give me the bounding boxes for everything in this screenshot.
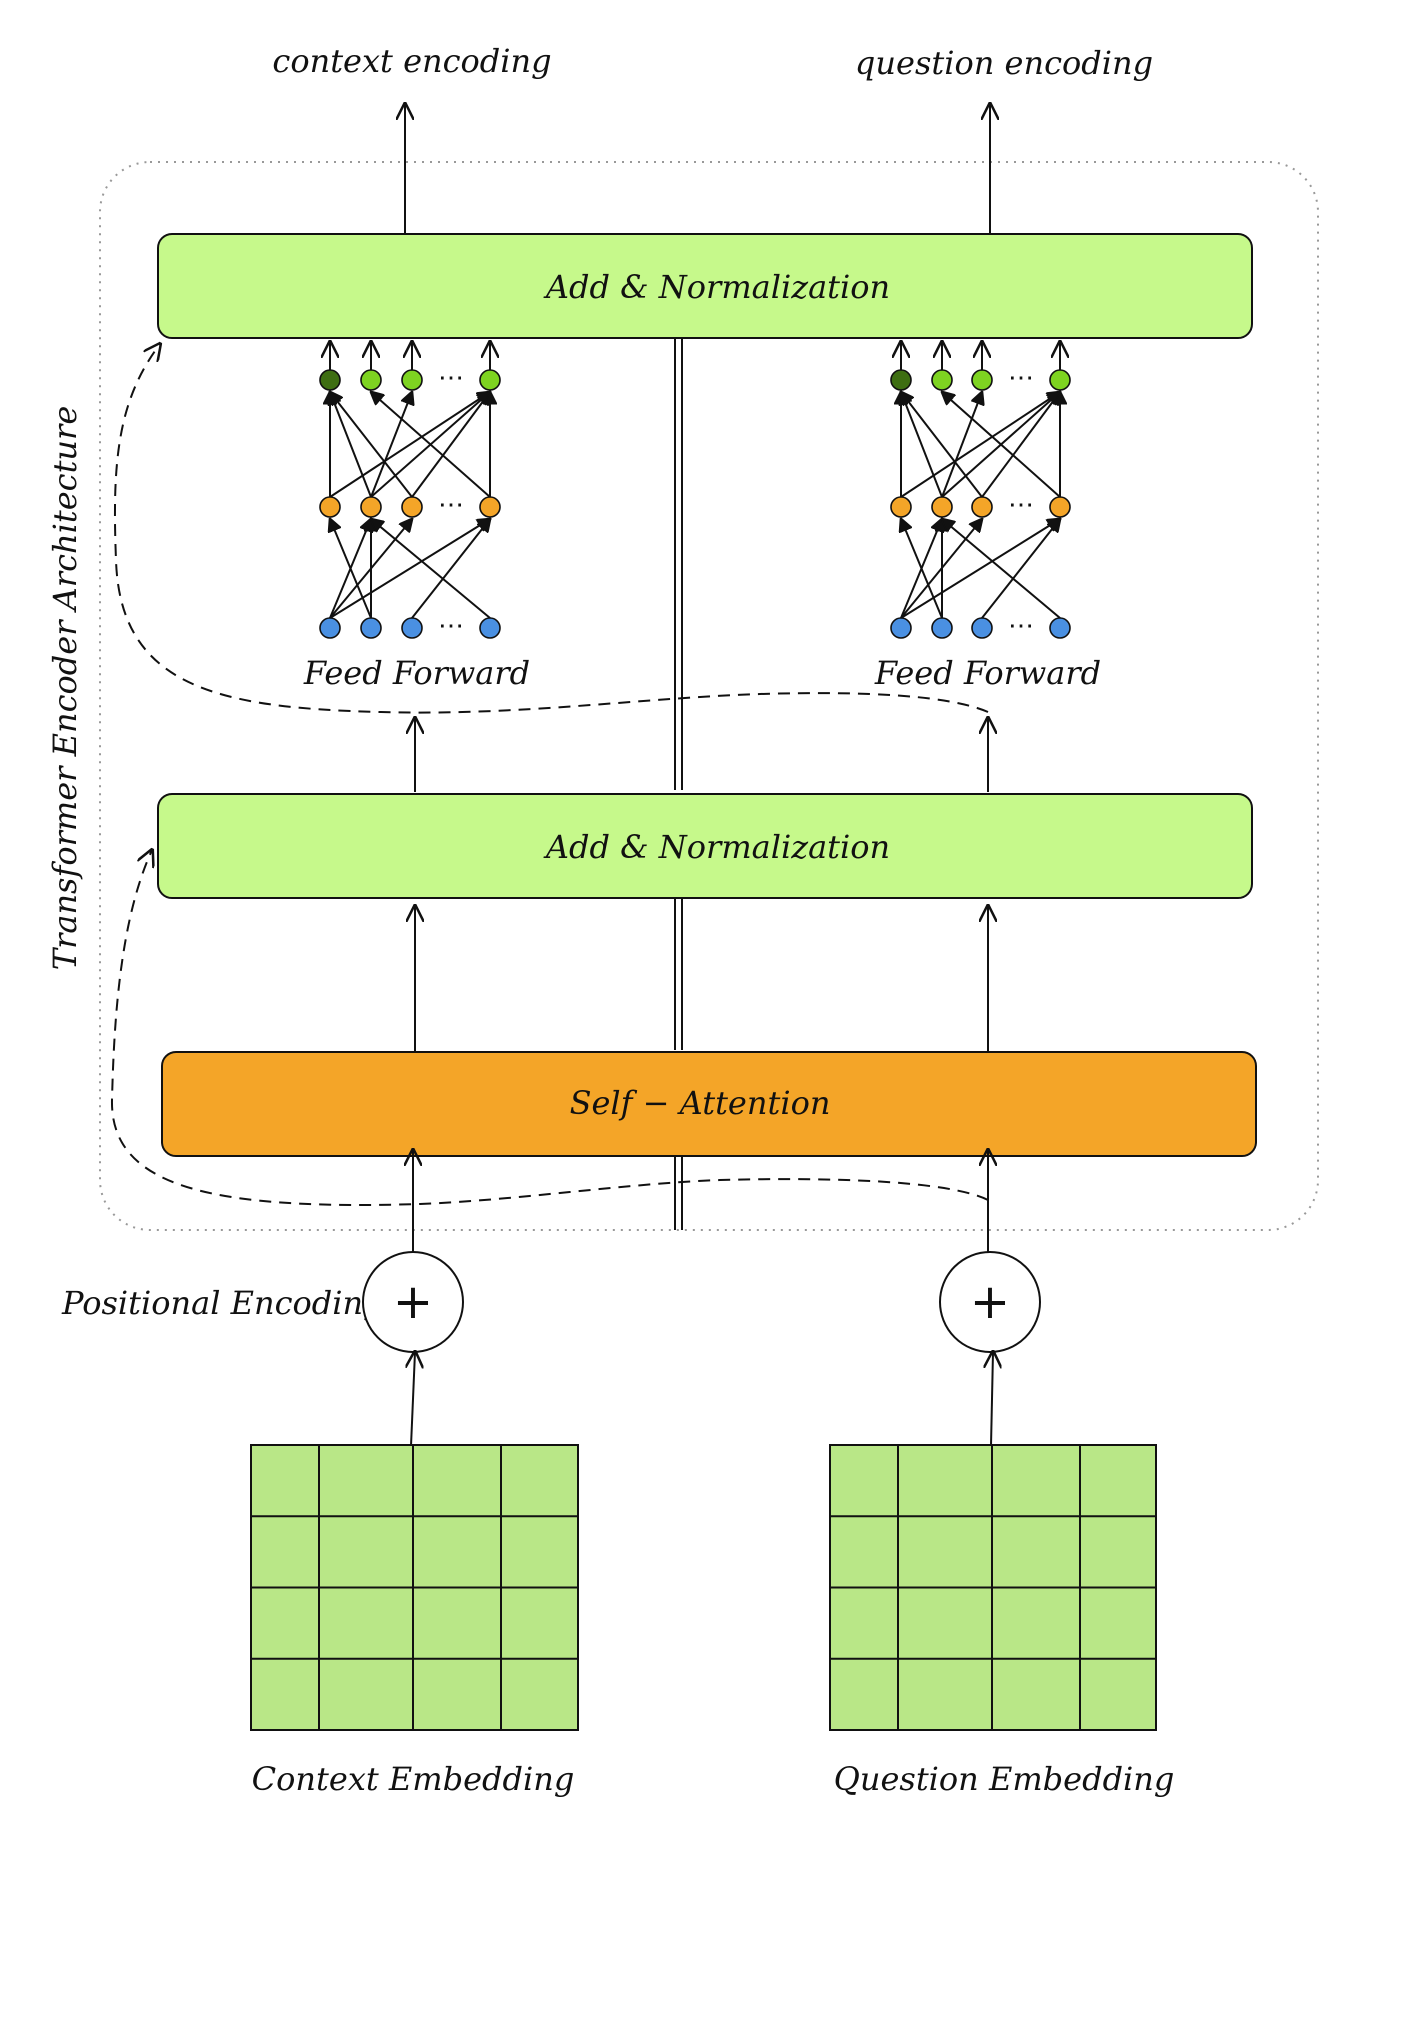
ff-input-node <box>1049 617 1071 639</box>
ff-edge-hidden-output <box>411 392 490 498</box>
feed-forward-network-left: ⋯ ⋯ ⋯ <box>319 342 501 641</box>
ff-edge-input-hidden <box>329 519 490 619</box>
ff-edge-input-hidden <box>942 519 1061 619</box>
feed-forward-network-right: ⋯ ⋯ ⋯ <box>890 342 1071 641</box>
ff-edge-hidden-output <box>942 392 1061 498</box>
ff-edge-input-hidden <box>330 519 372 619</box>
ff-ellipsis: ⋯ <box>1008 490 1034 520</box>
add-norm-mid-box <box>157 793 1253 899</box>
plus-icon-right: + <box>970 1274 1010 1330</box>
ff-output-node <box>890 369 912 391</box>
self-attention-label: Self − Attention <box>570 1084 831 1122</box>
ff-edge-input-hidden <box>981 519 1060 619</box>
ff-output-node <box>1049 369 1071 391</box>
ff-hidden-node <box>319 496 341 518</box>
ff-hidden-node <box>1049 496 1071 518</box>
ff-edge-input-hidden <box>901 519 943 619</box>
ff-input-node <box>319 617 341 639</box>
context-embedding-label: Context Embedding <box>252 1760 575 1798</box>
ff-hidden-node <box>360 496 382 518</box>
ff-ellipsis: ⋯ <box>438 611 464 641</box>
ff-edge-hidden-output <box>370 392 412 498</box>
ff-edge-input-hidden <box>900 519 1060 619</box>
ff-output-node <box>319 369 341 391</box>
ff-ellipsis: ⋯ <box>438 363 464 393</box>
ff-ellipsis: ⋯ <box>1008 611 1034 641</box>
ff-input-node <box>360 617 382 639</box>
ff-input-node <box>890 617 912 639</box>
ff-hidden-node <box>479 496 501 518</box>
ff-ellipsis: ⋯ <box>1008 363 1034 393</box>
ff-edge-hidden-output <box>901 392 943 498</box>
architecture-label: Transformer Encoder Architecture <box>46 406 84 971</box>
ff-edge-hidden-output <box>901 392 983 498</box>
residual-connection-mid <box>110 850 989 1206</box>
feed-forward-left-label: Feed Forward <box>303 654 530 692</box>
residual-connection-top <box>113 344 989 714</box>
ff-edge-hidden-output <box>981 392 1060 498</box>
emb-right-to-pe-arrow <box>991 1352 993 1447</box>
add-norm-mid-label: Add & Normalization <box>543 828 890 866</box>
question-embedding-grid <box>829 1444 1157 1731</box>
ff-ellipsis: ⋯ <box>438 490 464 520</box>
ff-input-node <box>479 617 501 639</box>
ff-output-node <box>360 369 382 391</box>
ff-edge-input-hidden <box>371 519 491 619</box>
ff-hidden-node <box>401 496 423 518</box>
plus-icon-left: + <box>393 1274 433 1330</box>
add-norm-top-box <box>157 233 1253 339</box>
positional-encoding-label: Positional Encoding <box>61 1284 384 1322</box>
add-norm-top-label: Add & Normalization <box>543 268 890 306</box>
ff-edge-hidden-output <box>329 392 490 498</box>
ff-output-node <box>479 369 501 391</box>
question-encoding-label: question encoding <box>855 44 1153 82</box>
context-embedding-grid <box>250 1444 579 1731</box>
ff-hidden-node <box>971 496 993 518</box>
ff-output-node <box>401 369 423 391</box>
ff-edge-hidden-output <box>941 392 982 498</box>
question-embedding-label: Question Embedding <box>834 1760 1175 1798</box>
ff-edge-input-hidden <box>411 519 490 619</box>
ff-input-node <box>401 617 423 639</box>
self-attention-box <box>161 1051 1257 1157</box>
context-encoding-label: context encoding <box>272 42 551 80</box>
ff-input-node <box>971 617 993 639</box>
ff-hidden-node <box>890 496 912 518</box>
ff-edge-hidden-output <box>900 392 1060 498</box>
emb-left-to-pe-arrow <box>411 1352 415 1447</box>
ff-edge-hidden-output <box>330 392 413 498</box>
ff-hidden-node <box>931 496 953 518</box>
ff-edge-hidden-output <box>330 392 372 498</box>
center-separator <box>674 338 683 1230</box>
ff-output-node <box>971 369 993 391</box>
ff-edge-hidden-output <box>371 392 491 498</box>
ff-output-node <box>931 369 953 391</box>
feed-forward-right-label: Feed Forward <box>874 654 1101 692</box>
encoder-frame <box>99 161 1319 1231</box>
ff-input-node <box>931 617 953 639</box>
